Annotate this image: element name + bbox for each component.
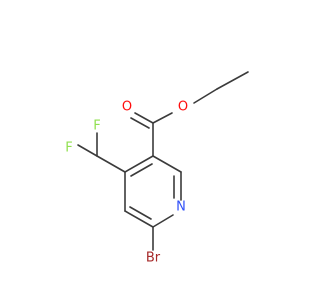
bond-n-c6 — [152, 214, 174, 228]
bond-c6-c5 — [124, 210, 154, 228]
carbonyl-oxygen-label: O — [122, 100, 132, 115]
ring-nitrogen-label: N — [176, 200, 186, 215]
bond-ch3-ch2 — [216, 71, 249, 90]
structure-svg: O O F F N Br — [65, 71, 249, 266]
bond-carbonyl-double-2 — [130, 117, 150, 129]
bond-oester-ccarbonyl — [152, 112, 173, 124]
bond-c4-c3 — [124, 155, 154, 173]
bond-c4-chf2 — [96, 155, 126, 173]
ester-oxygen-label: O — [178, 100, 188, 115]
bromine-label: Br — [146, 251, 161, 266]
bonds — [77, 71, 249, 251]
bond-carbonyl-double-1 — [134, 112, 154, 124]
atom-labels: O O F F N Br — [65, 100, 188, 266]
bond-c4-c3-inner — [130, 163, 153, 177]
bond-chf2-flower — [77, 144, 98, 157]
bond-ch2-oester — [193, 88, 218, 104]
fluorine-lower-label: F — [65, 141, 72, 156]
molecule-diagram: O O F F N Br — [65, 71, 249, 266]
bond-c6-c5-inner — [129, 206, 152, 220]
bond-c3-c2 — [152, 155, 182, 173]
fluorine-upper-label: F — [93, 119, 100, 134]
